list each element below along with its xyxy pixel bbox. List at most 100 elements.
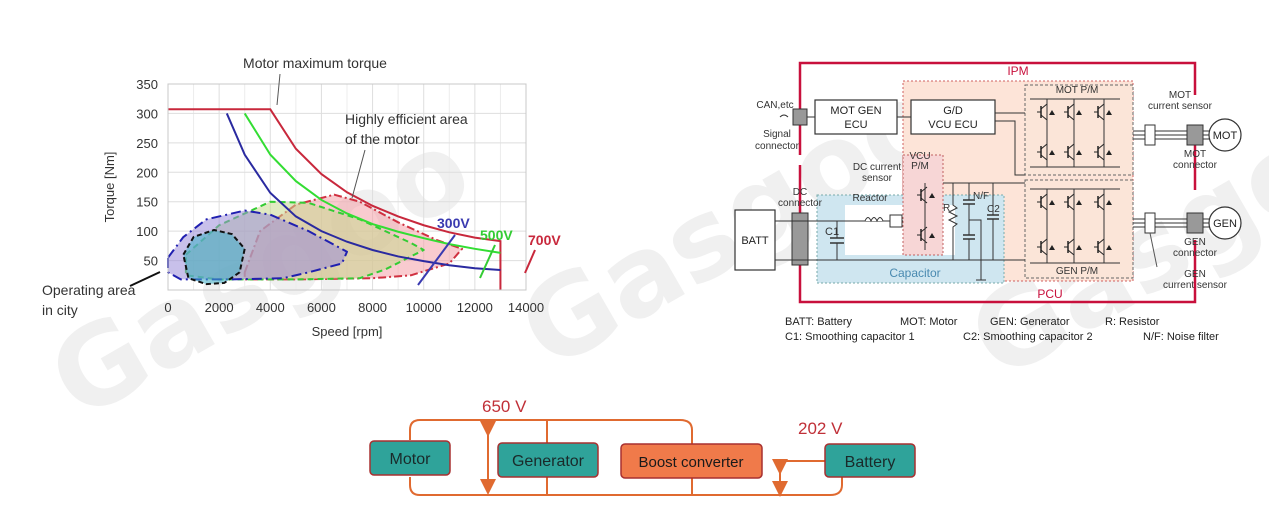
annotation-efficient-area-2: of the motor (345, 131, 420, 147)
boost-converter-block-label: Boost converter (638, 454, 743, 471)
wire (995, 120, 1025, 176)
arrow-city (129, 271, 161, 287)
x-tick-label: 12000 (457, 300, 493, 315)
igbt-switch (1064, 193, 1082, 211)
mot-gen-ecu-label-1: MOT GEN (830, 105, 881, 117)
battery-block (824, 443, 916, 478)
y-axis-label: Torque [Nm] (102, 152, 117, 223)
igbt-switch (1094, 103, 1112, 121)
annotation-efficient-area-1: Highly efficient area (345, 111, 468, 127)
x-tick-label: 8000 (358, 300, 387, 315)
legend-batt: BATT: Battery (785, 316, 853, 328)
gen-pm-label: GEN P/M (1056, 266, 1098, 277)
dc-connector-label-1: DC (793, 187, 807, 198)
efficient-area-pointer-line (351, 149, 366, 199)
dc-connector (791, 212, 809, 266)
nf-label: N/F (973, 191, 989, 202)
dc-current-sensor-label-1: DC current (853, 162, 902, 173)
igbt-switch (1064, 103, 1082, 121)
igbt-switch (917, 186, 935, 204)
gd-vcu-ecu-label-1: G/D (943, 105, 963, 117)
gen-current-sensor (1144, 212, 1156, 234)
can-label: CAN,etc (756, 100, 793, 111)
gd-vcu-ecu-label-2: VCU ECU (928, 119, 978, 131)
dc-connector-label-2: connector (778, 198, 823, 209)
high-voltage-top-wire (409, 419, 693, 445)
arrow-700v (524, 249, 536, 274)
x-tick-label: 14000 (508, 300, 544, 315)
motor-block (369, 440, 451, 476)
x-tick-label: 10000 (406, 300, 442, 315)
high-voltage-label: 650 V (482, 397, 527, 416)
can-wire-icon (779, 114, 789, 118)
motor-symbol (1208, 118, 1242, 152)
mot-connector-label-2: connector (1173, 160, 1218, 171)
chart-regions (167, 193, 464, 286)
igbt-switch (1037, 143, 1055, 161)
x-tick-label: 0 (164, 300, 171, 315)
battery-block-label: Battery (845, 454, 896, 471)
efficiency-region (182, 228, 246, 286)
gen-sensor-pointer (1149, 232, 1158, 268)
gen-connector (1186, 212, 1204, 234)
legend-gen: GEN: Generator (990, 316, 1070, 328)
legend-nf: N/F: Noise filter (1143, 331, 1219, 343)
boost-converter-block (620, 443, 763, 479)
resistor-symbol (947, 183, 959, 260)
mot-pm-region (1024, 84, 1134, 176)
igbt-switch (1064, 238, 1082, 256)
capacitor-label: Capacitor (889, 266, 940, 280)
series-line-300v (225, 113, 501, 271)
gen-current-sensor-label-2: current sensor (1163, 280, 1228, 291)
ipm-label: IPM (1007, 64, 1028, 78)
reactor-coil (864, 217, 884, 223)
ground-wire (969, 219, 982, 280)
x-tick-label: 6000 (307, 300, 336, 315)
label-300v: 300V (437, 215, 470, 231)
y-tick-label: 300 (136, 106, 158, 121)
signal-connector-label-2: connector (755, 141, 800, 152)
x-tick-label: 2000 (205, 300, 234, 315)
vcu-pm-region (902, 154, 944, 256)
mot-connector (1186, 124, 1204, 146)
x-axis-label: Speed [rpm] (312, 324, 383, 339)
mot-connector-label-1: MOT (1184, 149, 1206, 160)
y-tick-label: 50 (144, 254, 158, 269)
igbt-switch (1037, 238, 1055, 256)
generator-block (497, 442, 599, 478)
gen-connector-label-1: GEN (1184, 237, 1206, 248)
pcu-circuit-diagram: IPM Capacitor VCU P/M MOT P/M GEN P/M MO… (734, 61, 1242, 343)
y-tick-label: 150 (136, 195, 158, 210)
annotation-city-2: in city (42, 302, 78, 318)
c2-label: C2 (987, 204, 1000, 215)
battery-box (734, 209, 776, 271)
plot-frame (167, 83, 527, 291)
legend-mot: MOT: Motor (900, 316, 958, 328)
label-500v: 500V (480, 227, 513, 243)
vcu-pm-label-1: VCU (909, 151, 930, 162)
battery-label: BATT (741, 235, 769, 247)
mot-pm-label: MOT P/M (1056, 85, 1099, 96)
y-tick-label: 200 (136, 165, 158, 180)
generator-symbol (1208, 206, 1242, 240)
low-voltage-label: 202 V (798, 419, 843, 438)
mot-current-sensor-label-1: MOT (1169, 90, 1191, 101)
y-tick-label: 100 (136, 224, 158, 239)
y-tick-label: 250 (136, 136, 158, 151)
annotation-city-1: Operating area (42, 282, 136, 298)
dc-current-sensor (889, 214, 903, 228)
igbt-switch (1094, 193, 1112, 211)
igbt-switch (917, 226, 935, 244)
igbt-switches (917, 98, 1120, 264)
mot-gen-ecu-label-2: ECU (844, 119, 867, 131)
c1-label: C1 (825, 226, 839, 238)
power-block-diagram: 650 V 202 V Motor Generator Boost conver… (369, 397, 916, 497)
igbt-switch (1094, 238, 1112, 256)
series-line-700v (168, 108, 502, 290)
signal-connector-label-1: Signal (763, 129, 791, 140)
mot-current-sensor-label-2: current sensor (1148, 101, 1213, 112)
generator-block-label: Generator (512, 453, 585, 470)
reactor-label: Reactor (852, 193, 888, 204)
